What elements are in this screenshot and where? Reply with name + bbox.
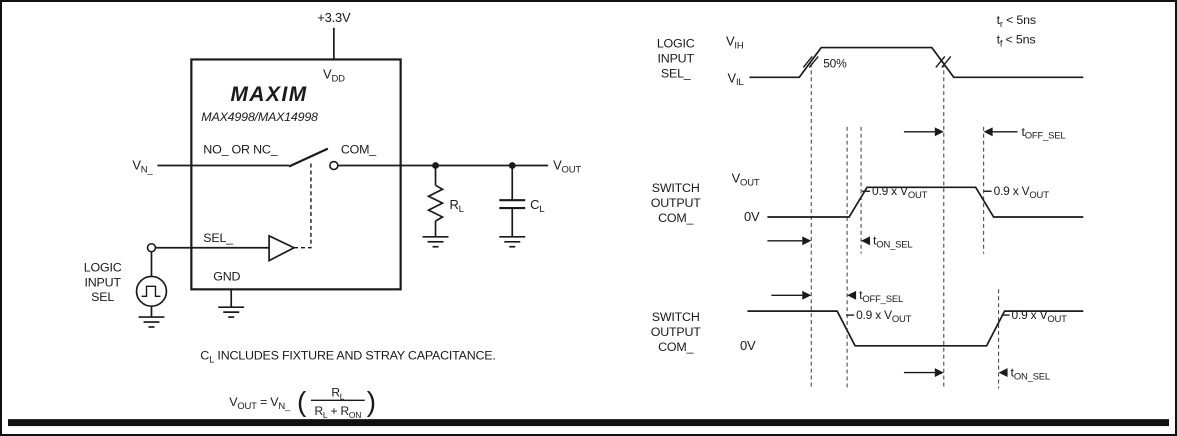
maxim-logo: MAXIM [230, 83, 307, 106]
edge-slash-marks [802, 56, 952, 68]
ninety-percent-label: 0.9 x VOUT [872, 184, 928, 201]
bottom-rule [7, 419, 1170, 427]
zero-volt-label: 0V [740, 338, 756, 353]
pulse-source [135, 275, 168, 308]
switch-label-line1: SWITCH [652, 181, 700, 195]
rl-label: RL [449, 197, 463, 215]
ground-symbol [218, 306, 245, 318]
logic-input-label: LOGIC INPUT SEL [84, 261, 122, 305]
vout-formula: VOUT = VN_ ( RL RL + RON ) [229, 385, 376, 420]
switch-label-line3: COM_ [658, 211, 694, 225]
gnd-pin-label: GND [213, 269, 240, 283]
ground-symbol [422, 235, 449, 248]
fifty-percent-label: 50% [823, 56, 847, 70]
logic-input-line3: SEL [91, 290, 114, 304]
supply-voltage-label: +3.3V [317, 10, 351, 25]
vout-level-label: VOUT [732, 170, 760, 188]
rise-time-spec: tr < 5ns [997, 13, 1036, 30]
ton-sel-label: tON_SEL [873, 234, 912, 251]
switch-label-line2: OUTPUT [651, 196, 702, 210]
toff-sel-lower-dimension: tOFF_SEL [771, 288, 903, 305]
switch-label-line3: COM_ [658, 340, 694, 354]
vn-input-label: VN_ [132, 157, 153, 175]
switch-output-nc-section: SWITCH OUTPUT COM_ 0V 0.9 x VOUT 0.9 x V… [651, 308, 1084, 354]
buffer-triangle [268, 234, 296, 262]
ic-body [190, 58, 402, 291]
part-number: MAX4998/MAX14998 [201, 110, 318, 124]
ton-sel-lower-dimension: tON_SEL [903, 366, 1050, 383]
com-pin-label: COM_ [341, 143, 377, 157]
logic-label-line2: INPUT [658, 51, 695, 65]
vih-level-label: VIH [726, 34, 744, 52]
logic-label-line3: SEL_ [661, 66, 692, 80]
toff-sel-label: tOFF_SEL [1022, 125, 1066, 142]
logic-waveform [749, 46, 1084, 79]
ninety-percent-label: 0.9 x VOUT [856, 308, 912, 325]
logic-label-line1: LOGIC [657, 37, 695, 51]
formula-close-paren: ) [367, 386, 376, 417]
ton-sel-upper-dimension: tON_SEL [767, 234, 913, 251]
vil-level-label: VIL [728, 70, 744, 88]
switch-output-no-section: SWITCH OUTPUT COM_ VOUT 0V 0.9 x VOUT 0.… [651, 170, 1084, 225]
formula-open-paren: ( [297, 386, 307, 417]
sel-terminal [146, 242, 157, 253]
toff-sel-upper-dimension: tOFF_SEL [903, 125, 1066, 142]
zero-volt-label: 0V [744, 209, 760, 224]
switch-blade [288, 147, 329, 168]
nc-output-waveform [747, 310, 1084, 347]
logic-input-line1: LOGIC [84, 261, 122, 275]
ninety-percent-label: 0.9 x VOUT [1012, 308, 1068, 325]
vout-node-label: VOUT [553, 157, 581, 175]
formula-lhs: VOUT = VN_ [229, 395, 291, 412]
pulse-glyph [141, 285, 161, 297]
logic-input-line2: INPUT [84, 275, 121, 289]
no-output-waveform [767, 186, 1084, 218]
test-circuit: +3.3V VDD MAXIM MAX4998/MAX14998 VN_ NO_… [84, 10, 582, 420]
formula-denominator: RL + RON [315, 404, 362, 420]
logic-input-section: LOGIC INPUT SEL_ VIH VIL 50% tr < 5ns tf… [657, 13, 1084, 88]
formula-numerator: RL [331, 385, 344, 401]
switch-label-line1: SWITCH [652, 310, 700, 324]
switch-label-line2: OUTPUT [651, 325, 702, 339]
timing-diagram: LOGIC INPUT SEL_ VIH VIL 50% tr < 5ns tf… [651, 13, 1084, 389]
vdd-pin-label: VDD [323, 66, 345, 84]
resistor-symbol [426, 184, 445, 222]
sel-pin-label: SEL_ [203, 231, 234, 245]
ton-sel-label: tON_SEL [1011, 366, 1050, 383]
ground-symbol [138, 316, 165, 328]
ground-symbol [499, 235, 526, 248]
fixture-note: CL INCLUDES FIXTURE AND STRAY CAPACITANC… [200, 349, 495, 366]
fall-time-spec: tf < 5ns [997, 33, 1036, 50]
ninety-percent-label: 0.9 x VOUT [994, 184, 1050, 201]
actuator-dashed-link [294, 162, 312, 249]
no-nc-pin-label: NO_ OR NC_ [203, 143, 278, 157]
cl-label: CL [530, 197, 544, 215]
dashed-guides [810, 63, 1000, 389]
switch-contact [329, 160, 339, 171]
toff-sel-label: tOFF_SEL [859, 288, 903, 305]
